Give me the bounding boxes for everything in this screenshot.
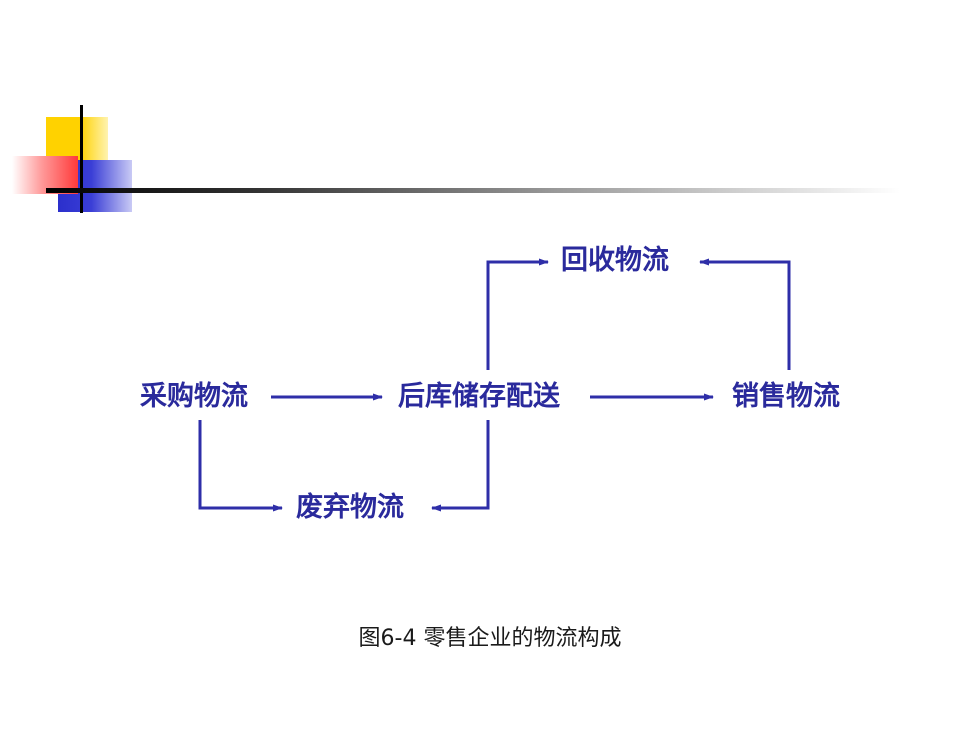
arrow-storage-to-recycle — [486, 258, 549, 370]
node-storage-distribution: 后库储存配送 — [398, 381, 560, 412]
arrow-purchase-to-waste — [198, 420, 283, 512]
node-waste-logistics: 废弃物流 — [296, 492, 404, 523]
arrow-storage-to-waste — [431, 420, 490, 512]
figure-caption: 图6-4 零售企业的物流构成 — [358, 626, 622, 651]
node-recycle-logistics: 回收物流 — [561, 245, 669, 276]
arrow-sales-to-recycle — [699, 258, 791, 370]
header-divider-line — [46, 188, 900, 193]
node-purchase-logistics: 采购物流 — [140, 381, 248, 412]
header-decoration-red-square — [12, 156, 78, 194]
node-sales-logistics: 销售物流 — [732, 381, 840, 412]
header-decoration-vertical-line — [80, 105, 83, 213]
